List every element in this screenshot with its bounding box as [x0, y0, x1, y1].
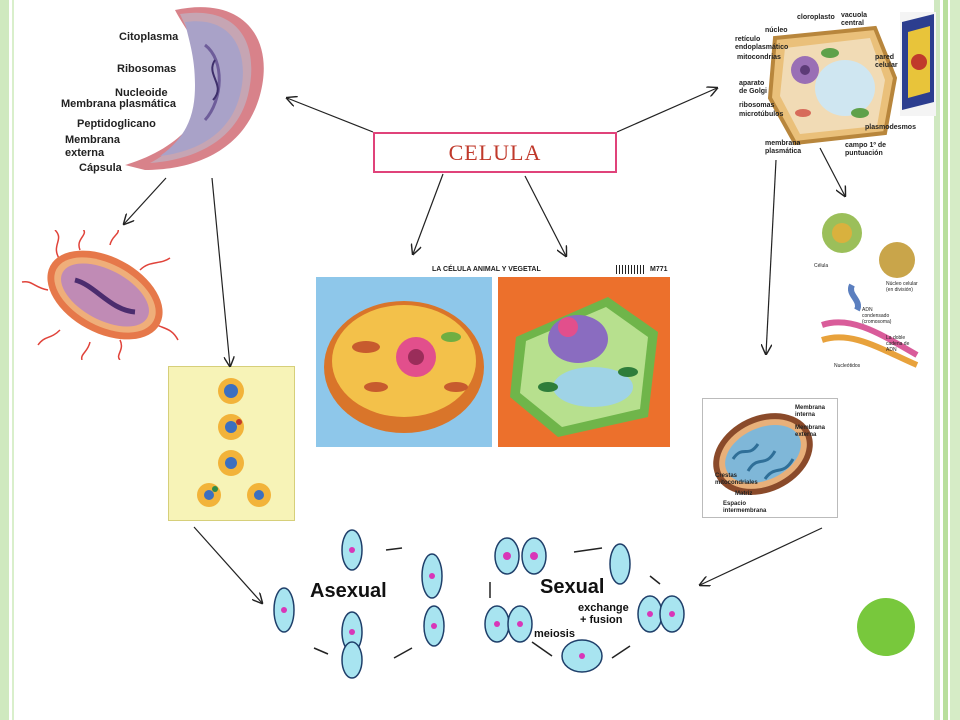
label-citoplasma: Citoplasma	[119, 31, 179, 43]
label-plasmodesmos: plasmodesmos	[865, 124, 916, 131]
plant-cell-panel	[498, 277, 670, 447]
label-reticulo: retículo endoplasmático	[735, 36, 789, 51]
dna-label-nucleotidos: Nucleótidos	[834, 363, 861, 369]
mito-label-crestas: Crestas mitocondriales	[715, 473, 758, 486]
central-label-box: CELULA	[373, 132, 617, 173]
endosymbiosis-panel	[168, 366, 295, 521]
mito-label-membrana-externa: Membrana externa	[795, 425, 826, 438]
mito-label-membrana-interna: Membrana interna	[795, 405, 826, 418]
poster-code: M771	[650, 266, 668, 273]
label-cloroplasto: cloroplasto	[797, 14, 835, 21]
arrow-to-bacterium	[124, 177, 167, 224]
label-exchange: exchange	[578, 602, 629, 614]
cell-poster: LA CÉLULA ANIMAL Y VEGETAL M771	[316, 265, 670, 457]
animal-cell-panel	[316, 277, 492, 447]
label-membrana-plasmatica: Membrana plasmática	[61, 98, 176, 110]
plant-cell-illustration	[767, 25, 898, 146]
arrow-to-poster-right	[524, 175, 566, 256]
label-vacuola-central: vacuola central	[841, 12, 868, 27]
dna-label-adn: ADN condensado (cromosoma)	[862, 307, 892, 325]
endosymbiosis-illustration	[197, 378, 271, 507]
label-membrana-externa: Membrana externa	[65, 134, 121, 159]
mito-label-matriz: Matriz	[735, 491, 753, 497]
label-ribosomas-plant: ribosomas	[739, 102, 775, 109]
arrow-to-sexual	[700, 527, 823, 585]
green-circle-decoration	[857, 598, 915, 656]
poster-barcode	[616, 265, 646, 274]
left-decor-line	[12, 0, 14, 720]
mito-label-espacio: Espacio intermembrana	[723, 501, 767, 514]
dna-diagram: Célula Núcleo celular (en división) ADN …	[812, 205, 922, 370]
arrow-to-plant-cell	[616, 88, 717, 133]
arrow-to-mitochondria	[766, 159, 777, 354]
label-capsula: Cápsula	[79, 162, 122, 174]
arrow-to-asexual	[193, 526, 262, 603]
label-ribosomas: Ribosomas	[117, 63, 177, 75]
label-sexual: Sexual	[540, 576, 605, 598]
right-decor-stripe-1	[934, 0, 940, 720]
reproduction-diagram: Asexual Sexual exchange + fusion meiosis	[262, 528, 702, 682]
dna-label-celula: Célula	[814, 263, 829, 269]
label-nucleo: núcleo	[765, 27, 788, 34]
bacterium-illustration	[21, 230, 179, 360]
poster-title: LA CÉLULA ANIMAL Y VEGETAL	[432, 266, 541, 273]
plant-cell-diagram: cloroplasto vacuola central núcleo retíc…	[735, 8, 920, 168]
logo-shield-icon	[902, 14, 934, 110]
label-microtubulos: microtúbulos	[739, 111, 784, 118]
label-campo-puntuacion: campo 1º de puntuación	[845, 142, 887, 157]
animal-cell-illustration	[324, 301, 484, 433]
label-fusion: + fusion	[580, 614, 623, 626]
arrow-to-endosymbiosis	[211, 177, 230, 366]
plant-cell-poster-illustration	[498, 277, 670, 447]
bacterium-diagram	[20, 230, 180, 360]
arrow-to-prokaryote	[287, 98, 374, 133]
label-membrana-plasmatica-plant: membrana plasmática	[765, 140, 802, 155]
right-decor-stripe-2	[943, 0, 948, 720]
label-meiosis: meiosis	[534, 628, 575, 640]
label-peptidoglicano: Peptidoglicano	[77, 118, 156, 130]
label-mitocondrias: mitocondrias	[737, 54, 781, 61]
label-asexual: Asexual	[310, 580, 387, 602]
dna-label-doble-cadena: La doble cadena de ADN	[886, 335, 910, 353]
reproduction-illustration	[273, 529, 685, 679]
prokaryote-diagram: Citoplasma Ribosomas Nucleoide Membrana …	[55, 0, 290, 180]
right-decor-stripe-3	[950, 0, 960, 720]
prokaryote-illustration	[125, 7, 264, 170]
left-decor-stripe	[0, 0, 9, 720]
label-nucleoide: Nucleoide	[115, 87, 168, 99]
dna-illustration	[821, 213, 919, 368]
mitochondria-illustration	[713, 413, 813, 495]
label-aparato-golgi: aparato de Golgi	[739, 80, 767, 95]
label-pared-celular: pared celular	[875, 54, 898, 69]
dna-label-nucleo: Núcleo celular (en división)	[886, 281, 918, 293]
arrow-to-poster-left	[413, 173, 444, 254]
mitochondria-panel: Membrana interna Membrana externa Cresta…	[702, 398, 838, 518]
institution-logo	[900, 12, 936, 116]
